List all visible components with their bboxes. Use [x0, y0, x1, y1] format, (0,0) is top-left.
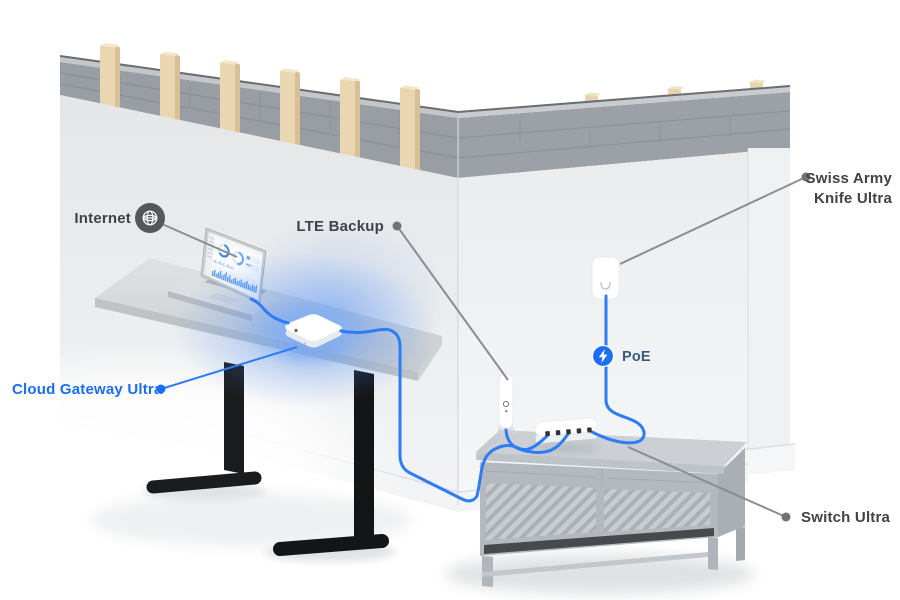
cloud-gateway-label: Cloud Gateway Ultra: [12, 381, 163, 398]
cable-laptop-to-gateway: [249, 297, 290, 325]
gateway-port-dot: [303, 342, 307, 345]
lte-modem-logo: [502, 400, 510, 408]
label-lte-backup: LTE Backup: [296, 218, 509, 381]
right-wall-drywall: [458, 148, 790, 492]
cabinet-leg-back-right: [736, 527, 745, 561]
internet-label: Internet: [74, 210, 131, 227]
desk-foot-right: [273, 534, 389, 556]
leader-line: [396, 225, 509, 381]
cabinet-panel-right: [604, 489, 710, 532]
cable-modem-to-switch: [504, 428, 570, 454]
leader-line: [160, 346, 298, 390]
cable-ap-to-switch-poe: [590, 294, 646, 445]
wood-studs-left: [100, 43, 420, 171]
gateway-body-top: [285, 314, 342, 342]
desk-leg-right: [354, 370, 374, 540]
cloud-gateway-device: [281, 314, 343, 358]
leader-dot: [781, 512, 791, 522]
globe-icon: [135, 203, 165, 233]
network-cables: [249, 294, 646, 503]
leader-line: [627, 446, 787, 518]
cabinet-top-edge-left: [476, 430, 500, 460]
swiss-army-knife-label-line2: Knife Ultra: [814, 190, 893, 207]
lte-modem-device: [494, 373, 518, 440]
wall-mounted-ap-device: [591, 256, 620, 300]
cabinet-drawer-seams: [485, 468, 713, 487]
label-swiss-army-knife: Swiss Army Knife Ultra: [619, 170, 893, 265]
leader-line: [161, 223, 238, 258]
cabinet: [476, 430, 747, 587]
concrete-blocks-right: [457, 85, 791, 178]
leader-dot: [156, 384, 166, 394]
callout-labels: Internet LTE Backup Swiss Army Knife Ul: [12, 170, 892, 526]
switch-ports: [545, 427, 592, 437]
cabinet-leg-front-right: [708, 537, 718, 570]
cabinet-top-edge: [476, 452, 724, 474]
swiss-army-knife-label-line1: Swiss Army: [806, 170, 893, 187]
label-poe: PoE: [591, 344, 651, 368]
desk-edge-right: [418, 336, 442, 381]
leader-dot: [392, 221, 402, 231]
cabinet-bottom-rail: [482, 552, 708, 577]
cabinet-under-shadow: [484, 528, 714, 554]
gateway-led: [294, 328, 298, 333]
label-cloud-gateway-ultra: Cloud Gateway Ultra: [12, 346, 298, 398]
poe-lightning-icon: [591, 344, 615, 368]
leader-dot: [801, 172, 811, 182]
cabinet-panel-left: [486, 483, 596, 540]
cable-gateway-to-switch: [339, 327, 549, 503]
right-wall-pilaster: [740, 148, 796, 476]
desk-foot-left: [146, 471, 262, 494]
label-internet: Internet: [74, 203, 238, 258]
cabinet-leg-front-left: [482, 556, 493, 587]
label-switch-ultra: Switch Ultra: [627, 446, 891, 526]
leader-line: [619, 176, 807, 265]
ap-logo: [600, 281, 611, 290]
lte-backup-label: LTE Backup: [296, 218, 384, 235]
poe-label: PoE: [622, 349, 651, 365]
switch-ultra-label: Switch Ultra: [801, 509, 891, 526]
ap-body: [591, 256, 620, 300]
